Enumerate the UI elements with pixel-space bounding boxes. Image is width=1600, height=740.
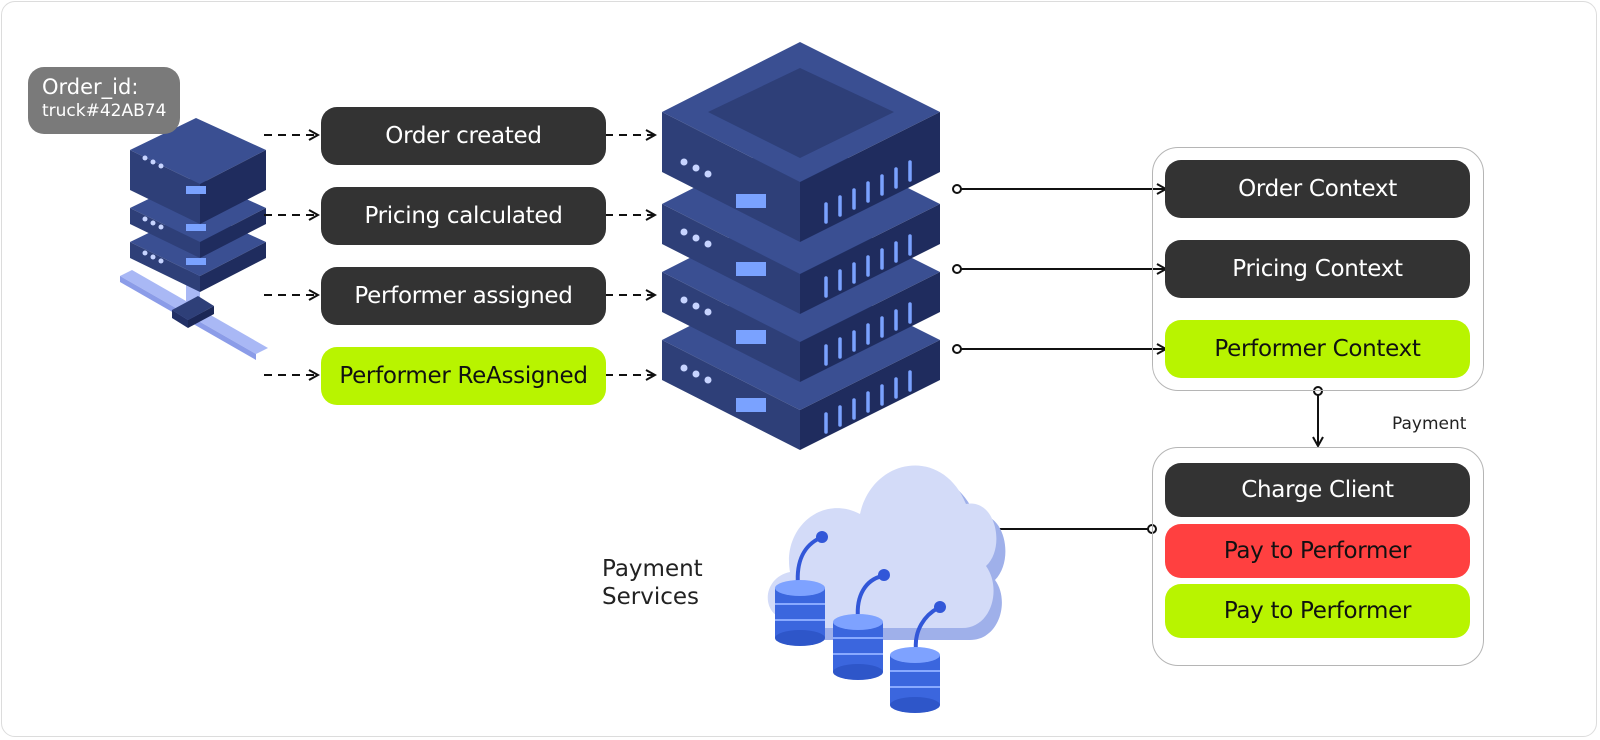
event-order-created: Order created bbox=[321, 107, 606, 165]
server-to-context-arrows bbox=[952, 185, 1166, 353]
payment-services-line2: Services bbox=[602, 584, 699, 610]
event-to-server-arrows bbox=[605, 135, 655, 375]
order-id-tag: Order_id: truck#42AB74 bbox=[28, 67, 180, 134]
event-performer-reassigned: Performer ReAssigned bbox=[321, 347, 606, 405]
performer-context: Performer Context bbox=[1165, 320, 1470, 378]
pricing-context: Pricing Context bbox=[1165, 240, 1470, 298]
event-bus-server-icon bbox=[662, 42, 940, 450]
charge-client-action: Charge Client bbox=[1165, 463, 1470, 517]
payment-label: Payment bbox=[1392, 414, 1467, 434]
client-server-icon bbox=[120, 118, 268, 360]
pay-to-performer-refund-action: Pay to Performer bbox=[1165, 524, 1470, 578]
payment-group bbox=[1152, 447, 1484, 666]
event-pricing-calculated: Pricing calculated bbox=[321, 187, 606, 245]
context-to-payment-arrow bbox=[1314, 386, 1322, 446]
client-to-event-arrows bbox=[264, 135, 318, 375]
contexts-group bbox=[1152, 147, 1484, 391]
order-context: Order Context bbox=[1165, 160, 1470, 218]
order-id-title: Order_id: bbox=[42, 75, 139, 99]
event-performer-assigned: Performer assigned bbox=[321, 267, 606, 325]
payment-services-line1: Payment bbox=[602, 556, 703, 582]
database-icon bbox=[775, 531, 946, 713]
pay-to-performer-action: Pay to Performer bbox=[1165, 584, 1470, 638]
order-id-value: truck#42AB74 bbox=[42, 101, 167, 121]
payment-services-label: Payment Services bbox=[602, 555, 703, 611]
